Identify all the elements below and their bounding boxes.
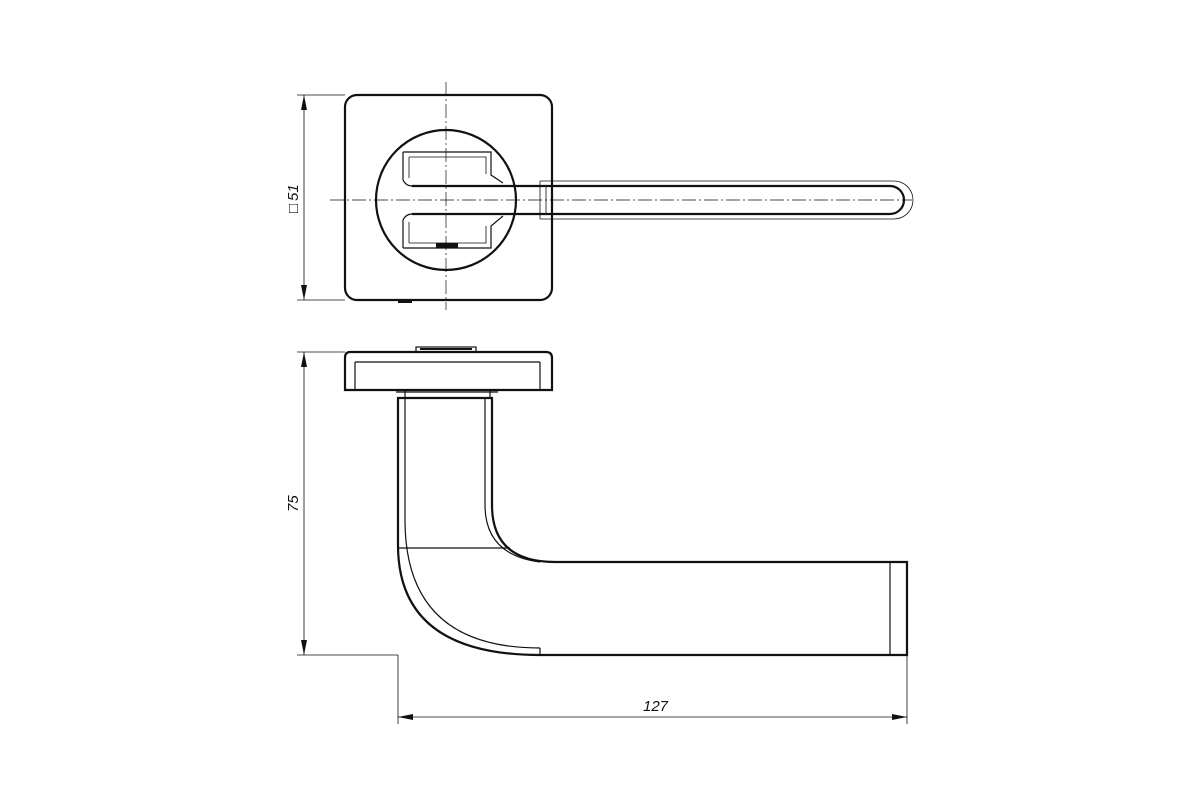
rosette-plate bbox=[343, 350, 554, 392]
square-symbol: □ bbox=[285, 204, 302, 213]
dim-75-arrow-top bbox=[301, 352, 307, 367]
side-view: 75 127 bbox=[285, 346, 909, 724]
dim-75-label: 75 bbox=[285, 495, 302, 512]
lever-body bbox=[396, 396, 909, 657]
square-rosette-outline bbox=[343, 93, 554, 302]
lock-slot bbox=[436, 243, 458, 248]
dim-51-label: □ 51 bbox=[285, 184, 302, 213]
spindle-inner-lines bbox=[408, 156, 487, 244]
dim-51-arrow-top bbox=[301, 95, 307, 110]
dim-127-arrow-right bbox=[892, 714, 907, 720]
dim-127-arrow-left bbox=[398, 714, 413, 720]
dim-127-label: 127 bbox=[643, 698, 669, 715]
bottom-notch bbox=[398, 299, 412, 303]
dim-75-arrow-bottom bbox=[301, 640, 307, 655]
spindle-pocket bbox=[402, 151, 540, 249]
dim-51-arrow-bottom bbox=[301, 285, 307, 300]
dim-51-value: 51 bbox=[285, 184, 302, 201]
lever-inner-curve bbox=[404, 398, 541, 649]
top-view: □ 51 bbox=[285, 82, 914, 310]
rosette-top-insert bbox=[415, 346, 477, 353]
rosette-top-insert-fill bbox=[420, 348, 472, 350]
neck-outline bbox=[396, 390, 498, 398]
